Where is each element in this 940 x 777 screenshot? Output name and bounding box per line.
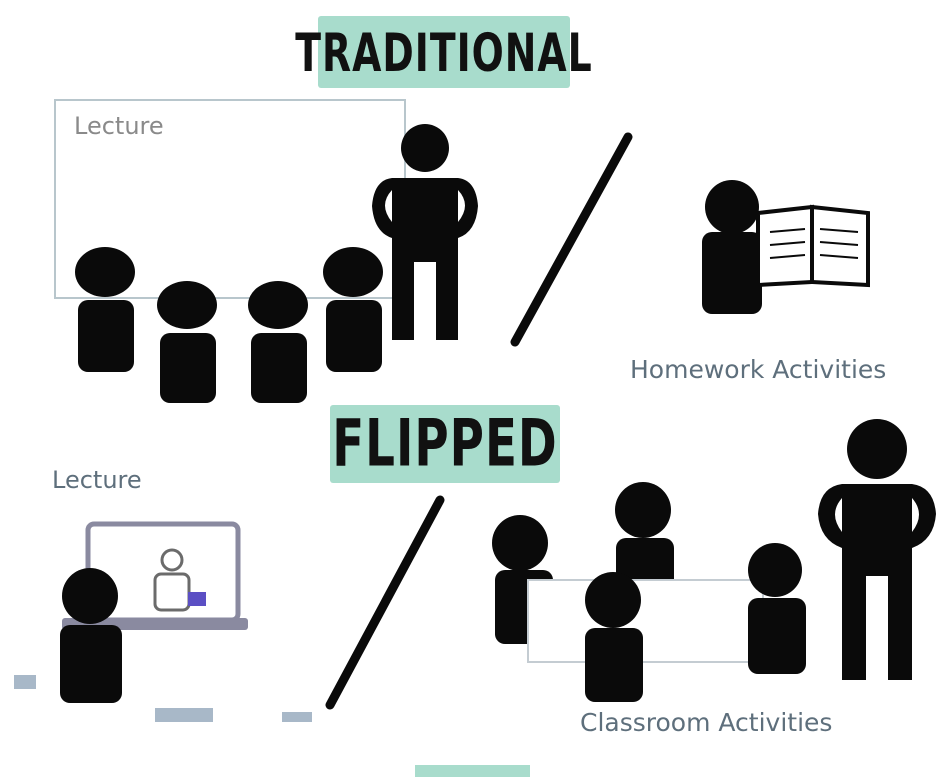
laptop-icon	[62, 521, 248, 630]
student-figure	[323, 247, 383, 372]
traditional-lecture-label: Lecture	[74, 112, 164, 140]
flipped-lecture-label: Lecture	[52, 466, 142, 494]
decor-bar	[155, 708, 213, 722]
homework-activities-label: Homework Activities	[630, 355, 887, 384]
classroom-activities-label: Classroom Activities	[580, 708, 833, 737]
student-figure	[75, 247, 135, 372]
bottom-strip	[415, 765, 530, 777]
decor-bar	[14, 675, 36, 689]
student-watching-figure	[60, 568, 122, 703]
teacher-figure-flipped	[818, 419, 936, 680]
student-reading-figure	[702, 180, 762, 314]
student-figure	[748, 543, 806, 674]
divider-slash-traditional	[510, 132, 633, 347]
traditional-title: TRADITIONAL	[295, 21, 593, 83]
student-figure	[585, 572, 643, 702]
traditional-banner-bg	[318, 16, 570, 88]
teacher-figure-traditional	[372, 124, 478, 340]
open-book-icon	[756, 204, 870, 288]
classroom-table	[527, 579, 764, 663]
flipped-banner-bg	[330, 405, 560, 483]
student-figure	[157, 281, 217, 403]
flipped-title: FLIPPED	[332, 406, 558, 482]
student-figure	[248, 281, 308, 403]
decor-bar	[282, 712, 312, 722]
divider-slash-flipped	[325, 495, 445, 710]
